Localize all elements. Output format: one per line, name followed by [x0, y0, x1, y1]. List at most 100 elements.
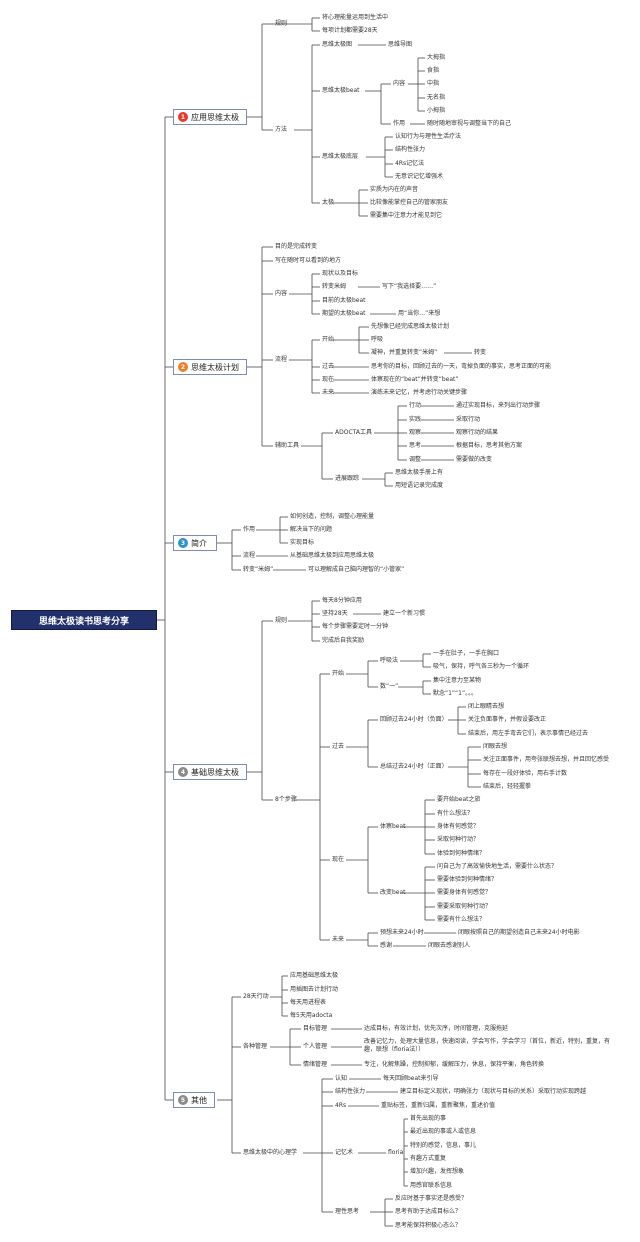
- node-goal-value[interactable]: 达成目标，有效计划，优先次序，时间管理，克服拖延: [364, 1025, 509, 1032]
- node-finger[interactable]: 大拇指: [427, 54, 446, 61]
- node-meme[interactable]: 转变“米姆”: [243, 566, 274, 573]
- node-rational-item[interactable]: 反应时基于事实还是感受？: [395, 1195, 468, 1202]
- node-start-item[interactable]: 凝神，并重复转变“米姆”: [371, 349, 438, 356]
- node-rational-item[interactable]: 思考有助于达成目标么？: [395, 1208, 462, 1215]
- node-structural-tension[interactable]: 结构性张力: [335, 1088, 366, 1095]
- node-rule-item[interactable]: 每项计划都需要28天: [322, 27, 378, 34]
- node-now[interactable]: 现在: [322, 376, 335, 383]
- node-4rs-value[interactable]: 重贴标签，重新归属，重新聚焦，重述价值: [381, 1102, 496, 1109]
- node-core-item[interactable]: 4Rs记忆法: [395, 160, 425, 167]
- node-step-past[interactable]: 过去: [332, 743, 345, 750]
- node-floria[interactable]: floria: [388, 1149, 404, 1156]
- node-emotion-value[interactable]: 专注，化解焦躁，控制抑郁，缓解压力，休息，保持平衡，角色转换: [364, 1061, 545, 1068]
- node-plan-item[interactable]: 目的是完成转变: [275, 243, 318, 250]
- node-body-item[interactable]: 要开始beat之旅: [437, 796, 481, 803]
- node-floria-item[interactable]: 增加兴趣，发挥想象: [410, 1168, 465, 1175]
- node-action-item[interactable]: 应用基础思维太极: [290, 972, 339, 979]
- node-core-item[interactable]: 认知行为与理性生活疗法: [395, 133, 462, 140]
- node-personal-value[interactable]: 改善记忆力，处理大量信息，快速阅读，学会写作，学会学习（首位，新近，特别，重复，…: [364, 1038, 611, 1053]
- node-future-item[interactable]: 感谢: [380, 942, 393, 949]
- node-future-item[interactable]: 预想未来24小时: [380, 929, 424, 936]
- node-taiji[interactable]: 太极: [322, 199, 335, 206]
- node-floria-item[interactable]: 有趣方式重复: [410, 1155, 447, 1162]
- node-adocta-value[interactable]: 采取行动: [456, 416, 481, 423]
- node-step-future[interactable]: 未来: [332, 936, 345, 943]
- node-adocta-value[interactable]: 根据目标，思考其他方案: [456, 442, 523, 449]
- node-rational-item[interactable]: 思考能保持积极心态么？: [395, 1222, 462, 1229]
- node-action-item[interactable]: 每天用进程表: [290, 999, 327, 1006]
- node-past-item[interactable]: 闭眼去想: [483, 743, 508, 750]
- node-body-item[interactable]: 有什么想法？: [437, 810, 474, 817]
- node-role[interactable]: 作用: [243, 526, 256, 533]
- node-track-item[interactable]: 用短语记录完成度: [395, 482, 444, 489]
- node-flow-value[interactable]: 从基础思维太极到应用思维太极: [290, 552, 375, 559]
- node-body-item[interactable]: 采取何种行动？: [437, 836, 480, 843]
- node-floria-item[interactable]: 特别的感觉，信息，事儿: [410, 1142, 477, 1149]
- node-content[interactable]: 内容: [275, 290, 288, 297]
- node-personal-management[interactable]: 个人管理: [303, 1043, 328, 1050]
- node-rational-thinking[interactable]: 理性思考: [335, 1208, 360, 1215]
- node-method[interactable]: 方法: [275, 126, 288, 133]
- branch-others[interactable]: 5 其他: [173, 1092, 215, 1108]
- node-count-item[interactable]: 默念“1”“1”。。。: [433, 690, 478, 697]
- node-mindmap[interactable]: 思维太极图: [322, 41, 353, 48]
- node-step-now[interactable]: 现在: [332, 856, 345, 863]
- node-psychology[interactable]: 思维太极中的心理学: [243, 1149, 298, 1156]
- node-adocta-step[interactable]: 行动: [409, 402, 422, 409]
- node-effect-value[interactable]: 随时随地审视与调整当下的自己: [427, 120, 512, 127]
- node-past-positive[interactable]: 总结过去24小时（正面）: [380, 763, 448, 770]
- node-body-beat[interactable]: 体察beat: [380, 823, 406, 830]
- node-content[interactable]: 内容: [393, 80, 406, 87]
- node-cognition[interactable]: 认知: [335, 1075, 348, 1082]
- node-rule-item[interactable]: 每天8分钟应用: [322, 597, 362, 604]
- node-4rs[interactable]: 4Rs: [335, 1102, 347, 1109]
- node-content-item[interactable]: 转变米姆: [322, 283, 347, 290]
- node-core[interactable]: 思维太极底层: [322, 153, 359, 160]
- node-management[interactable]: 各种管理: [243, 1043, 268, 1050]
- node-now-value[interactable]: 体察现在的“beat”并转变“beat”: [371, 376, 459, 383]
- node-steps[interactable]: 8个步骤: [275, 796, 297, 803]
- node-start-item[interactable]: 呼吸: [371, 336, 384, 343]
- node-floria-item[interactable]: 用感官联系信息: [410, 1182, 453, 1189]
- node-past-item[interactable]: 结束后，轻轻握拳: [483, 783, 532, 790]
- node-change-item[interactable]: 需要有什么想法？: [437, 916, 486, 923]
- node-track[interactable]: 进展跟踪: [335, 475, 360, 482]
- node-tools[interactable]: 辅助工具: [275, 442, 300, 449]
- node-change-item[interactable]: 需要采取何种行动？: [437, 903, 492, 910]
- node-body-item[interactable]: 身体有何感觉？: [437, 823, 480, 830]
- node-future-value[interactable]: 闭眼按照自己的期望创造自己未来24小时电影: [458, 929, 580, 936]
- node-rule-item[interactable]: 完成后自我奖励: [322, 637, 365, 644]
- node-action-item[interactable]: 每5天用adocta: [290, 1012, 333, 1019]
- node-past-item[interactable]: 每存在一段好体验，用右手计数: [483, 770, 568, 777]
- node-start-value[interactable]: 转变: [474, 349, 487, 356]
- node-adocta-step[interactable]: 调整: [409, 456, 422, 463]
- node-structural-value[interactable]: 建立目标定义现状，明确张力（现状与目标的关系）采取行动实现跨越: [400, 1088, 587, 1095]
- branch-basic-thinking-taiji[interactable]: 4 基础思维太极: [173, 764, 247, 780]
- node-change-item[interactable]: 需要身体有何感觉？: [437, 889, 492, 896]
- node-content-value[interactable]: 用“当你…”来想: [398, 310, 441, 317]
- node-core-item[interactable]: 无意识记忆增强术: [395, 173, 444, 180]
- node-beat[interactable]: 思维太极beat: [322, 87, 360, 94]
- node-adocta-step[interactable]: 实践: [409, 416, 422, 423]
- node-adocta[interactable]: ADOCTA工具: [335, 429, 372, 436]
- node-breath-item[interactable]: 一手在肚子，一手在胸口: [433, 650, 500, 657]
- node-rule[interactable]: 规则: [275, 20, 288, 27]
- node-rule[interactable]: 规则: [275, 617, 288, 624]
- node-change-beat[interactable]: 改变beat: [380, 889, 406, 896]
- node-breath[interactable]: 呼吸法: [380, 657, 399, 664]
- node-role-item[interactable]: 解决当下的问题: [290, 526, 333, 533]
- node-finger[interactable]: 食指: [427, 67, 440, 74]
- node-past-item[interactable]: 关注正面事件，用夸张联想去想，并且回忆感受: [483, 756, 610, 763]
- node-rule-item[interactable]: 将心理能量运用到生活中: [322, 14, 389, 21]
- node-role-item[interactable]: 实现目标: [290, 539, 315, 546]
- node-emotion-management[interactable]: 情绪管理: [303, 1061, 328, 1068]
- node-floria-item[interactable]: 最近出现的事或人或信息: [410, 1128, 477, 1135]
- node-step-start[interactable]: 开始: [332, 670, 345, 677]
- node-content-value[interactable]: 写下“我选择要……”: [382, 283, 437, 290]
- node-rule-item[interactable]: 坚持28天: [322, 610, 348, 617]
- node-change-item[interactable]: 需要体验到何种情绪？: [437, 876, 498, 883]
- node-taiji-item[interactable]: 需要集中注意力才能见到它: [370, 212, 443, 219]
- node-future-value[interactable]: 演练未来记忆，并考虑行动关键步骤: [371, 389, 468, 396]
- node-finger[interactable]: 无名指: [427, 94, 446, 101]
- node-plan-item[interactable]: 写在随时可以看到的地方: [275, 257, 342, 264]
